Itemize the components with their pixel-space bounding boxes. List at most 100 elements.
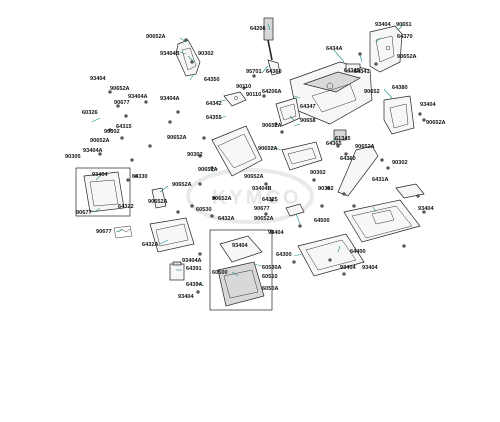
callout-93404: 93404 [362, 265, 378, 271]
callout-64342: 64342 [206, 101, 222, 107]
callout-64341: 64341 [354, 69, 370, 75]
callout-64350: 64350 [204, 77, 220, 83]
callout-90302: 90652A [244, 174, 264, 180]
callout-90677: 90677 [114, 100, 130, 106]
callout-93404: 93404 [178, 294, 194, 300]
callout-90302: 90302 [187, 152, 203, 158]
callout-64380: 64380 [392, 85, 408, 91]
storage-box-assembly [209, 229, 273, 311]
callout-64206: 64206 [250, 26, 266, 32]
callout-90652a: 93404B [252, 186, 272, 192]
callout-90302: 90302 [198, 51, 214, 57]
callout-64400: 64400 [350, 249, 366, 255]
callout-90302: 90302 [104, 129, 120, 135]
callout-90652a: 90652A [262, 123, 282, 129]
left-bracket [151, 187, 167, 209]
right-long-bracket [337, 145, 379, 197]
callout-93404: 93404 [420, 102, 436, 108]
callout-90652a: 90652A [167, 135, 187, 141]
callout-60530a: 60530A [262, 265, 282, 271]
fasteners [98, 38, 426, 294]
leader-lines [91, 23, 404, 287]
callout-64330: 90652A [198, 167, 218, 173]
callout-64345: 64345 [344, 68, 360, 74]
callout-64355: 64355 [206, 115, 222, 121]
callout-90652: 90652 [364, 89, 380, 95]
callout-6431a: 90677 [76, 210, 92, 216]
callout-90652a: 90652A [110, 86, 130, 92]
skid-plate [343, 199, 421, 243]
callout-90110: 90110 [246, 92, 261, 98]
callout-90677: 90652A [254, 216, 274, 222]
callout-90652a: 6432A [218, 216, 234, 222]
callout-60530: 90677 [254, 206, 270, 212]
callout-90652a: 90652A [212, 196, 232, 202]
callout-93404b: 90302 [318, 186, 334, 192]
callout-93404a: 93404A [160, 96, 180, 102]
left-cover-assembly [75, 167, 131, 217]
callout-60326: 60326 [82, 110, 98, 116]
callout-90302: 90652A [148, 199, 168, 205]
lower-plate [297, 233, 365, 277]
callout-93404: 93404 [90, 76, 106, 82]
callout-93404: 93404 [268, 230, 284, 236]
callout-6432a: 6432A [142, 242, 158, 248]
gear-lever [263, 17, 281, 76]
callout-90652a: 90652A [146, 34, 166, 40]
callout-64391: 64391 [186, 266, 202, 272]
callout-64315: 64315 [116, 124, 132, 130]
callout-64300: 64300 [276, 252, 292, 258]
callout-93404: 64330 [132, 174, 148, 180]
left-upper-bracket [175, 39, 201, 77]
part-61345 [333, 129, 347, 141]
callout-90652a: 6431A [372, 177, 388, 183]
callout-64347: 64347 [300, 104, 316, 110]
callout-90652a: 90305 [65, 154, 81, 160]
callout-90652a: 90302 [310, 170, 326, 176]
console-bracket [275, 97, 301, 127]
callout-labels: 93404 90651 64370 90652A 64206 90652A 93… [65, 22, 446, 300]
watermark-text: KYMCO [212, 187, 301, 209]
callout-90652a: 64325 [262, 197, 278, 203]
center-panel [281, 141, 323, 171]
callout-90651: 90651 [396, 22, 412, 28]
callout-90652a: 90652A [426, 120, 446, 126]
callout-90652a: 90652A [397, 54, 417, 60]
callout-90110: 90110 [236, 84, 251, 90]
callout-64360: 64360 [340, 156, 356, 162]
callout-64206a: 64206A [262, 89, 282, 95]
callout-60530: 90677 [96, 229, 112, 235]
callout-64360: 64360 [266, 69, 282, 75]
callout-64365: 64365 [326, 141, 342, 147]
callout-64370: 64370 [397, 34, 413, 40]
watermark-logo: KYMCO [186, 168, 314, 224]
callout-93404: 93404 [375, 22, 391, 28]
callout-90677: 64322 [118, 204, 134, 210]
callout-64500: 93404 [418, 206, 434, 212]
callout-90652a: 90652A [258, 146, 278, 152]
callout-90305: 93404 [92, 172, 108, 178]
callout-6434a: 6434A [326, 46, 342, 52]
center-console [289, 61, 373, 125]
callout-93404: 93404 [340, 265, 356, 271]
callout-60500: 60500 [212, 270, 228, 276]
callout-61345: 61345 [335, 136, 351, 142]
callout-93404: 93404 [232, 243, 248, 249]
callout-6050a: 6050A [262, 286, 278, 292]
callout-93404a: 93404A [83, 148, 103, 154]
callout-64325: 64500 [314, 218, 330, 224]
callout-93404: 60530 [196, 207, 212, 213]
callout-93404a: 93404A [128, 94, 148, 100]
small-plate [285, 203, 305, 217]
upper-plate [395, 183, 425, 199]
right-upper-panel [369, 25, 403, 73]
right-side-panel [383, 95, 415, 135]
callout-6439a: 6439A [186, 282, 202, 288]
callout-64322: 90652A [172, 182, 192, 188]
callout-95701: 95701 [246, 69, 262, 75]
callout-90652a: 90652A [355, 144, 375, 150]
small-bracket [223, 91, 247, 107]
callout-93404a: 93404A [182, 258, 202, 264]
callout-90302: 90302 [392, 160, 408, 166]
